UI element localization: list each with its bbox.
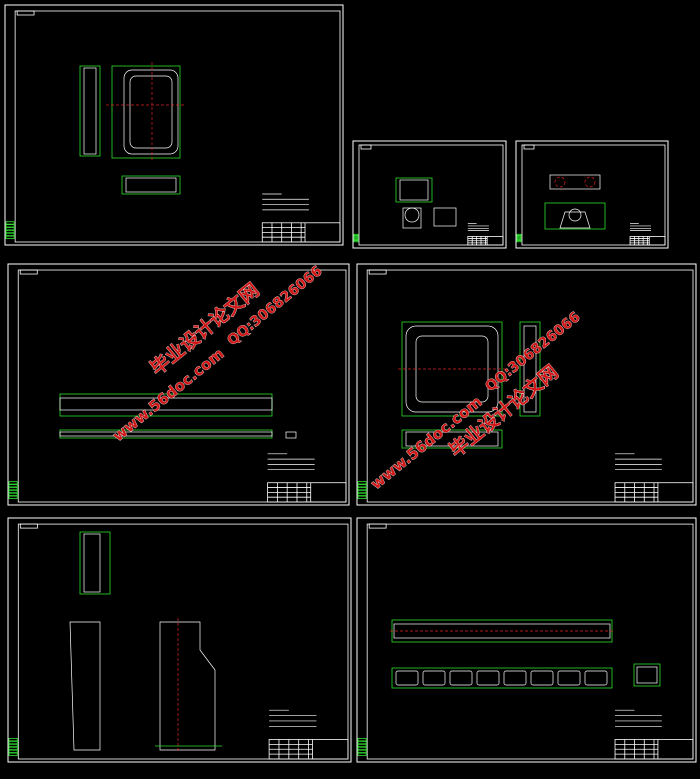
margin-mark bbox=[353, 233, 359, 236]
margin-mark bbox=[357, 481, 367, 485]
margin-mark bbox=[5, 235, 15, 239]
margin-mark bbox=[5, 221, 15, 225]
margin-mark bbox=[357, 738, 367, 742]
margin-mark bbox=[5, 227, 15, 231]
beam-cell bbox=[476, 670, 500, 686]
sheet-5-part bbox=[398, 321, 541, 449]
drawing-sheet bbox=[352, 140, 507, 249]
sheet-1-part bbox=[79, 62, 186, 195]
beam-cell bbox=[530, 670, 554, 686]
beam-cell bbox=[422, 670, 446, 686]
margin-mark bbox=[8, 740, 18, 745]
sheet-inner-frame bbox=[17, 269, 347, 503]
drawing-sheet bbox=[515, 140, 669, 249]
drawing-sheets bbox=[4, 4, 697, 763]
margin-mark bbox=[357, 492, 367, 497]
margin-mark bbox=[8, 752, 18, 756]
sheet-inner-frame bbox=[366, 523, 694, 760]
sheet-inner-frame bbox=[17, 523, 349, 760]
margin-mark bbox=[357, 487, 367, 491]
sheet-6-part bbox=[69, 531, 222, 752]
sheet-inner-frame bbox=[358, 144, 504, 246]
margin-mark bbox=[8, 487, 18, 491]
drawing-sheet bbox=[7, 517, 352, 763]
margin-mark bbox=[357, 752, 367, 756]
sheet-4-part bbox=[59, 393, 297, 439]
margin-mark bbox=[5, 224, 15, 228]
margin-mark bbox=[8, 481, 18, 485]
beam-cell bbox=[584, 670, 608, 686]
sheet-label-box bbox=[360, 144, 372, 150]
margin-mark bbox=[8, 484, 18, 488]
sheet-inner-frame bbox=[366, 269, 694, 503]
margin-mark bbox=[8, 738, 18, 742]
drawing-sheet bbox=[4, 4, 344, 246]
margin-mark bbox=[8, 495, 18, 499]
beam-cell bbox=[557, 670, 581, 686]
sheet-label-box bbox=[19, 523, 38, 529]
sheet-2-part bbox=[395, 177, 457, 229]
sheet-7-part bbox=[390, 619, 661, 689]
margin-mark bbox=[8, 749, 18, 753]
sheet-3-part bbox=[544, 174, 606, 230]
sheet-inner-frame bbox=[521, 144, 666, 246]
sheet-inner-frame bbox=[14, 10, 341, 243]
margin-mark bbox=[357, 484, 367, 488]
beam-cell bbox=[449, 670, 473, 686]
sheet-border bbox=[4, 4, 344, 246]
sheet-border bbox=[356, 517, 697, 763]
drawing-sheet bbox=[356, 263, 697, 506]
margin-mark bbox=[8, 489, 18, 494]
beam-cell bbox=[503, 670, 527, 686]
margin-mark bbox=[8, 746, 18, 751]
drawing-sheet bbox=[356, 517, 697, 763]
sheet-label-box bbox=[523, 144, 535, 150]
margin-mark bbox=[357, 743, 367, 748]
margin-mark bbox=[8, 492, 18, 497]
sheet-label-box bbox=[19, 269, 38, 275]
sheet-border bbox=[352, 140, 507, 249]
sheet-border bbox=[7, 517, 352, 763]
beam-cell bbox=[395, 670, 419, 686]
margin-mark bbox=[357, 740, 367, 745]
margin-mark bbox=[357, 749, 367, 753]
margin-mark bbox=[516, 233, 522, 236]
sheet-label-box bbox=[368, 523, 387, 529]
margin-mark bbox=[8, 743, 18, 748]
sheet-label-box bbox=[16, 10, 35, 16]
margin-mark bbox=[5, 232, 15, 237]
sheet-label-box bbox=[368, 269, 387, 275]
margin-mark bbox=[357, 746, 367, 751]
margin-mark bbox=[357, 495, 367, 499]
sheet-border bbox=[356, 263, 697, 506]
margin-mark bbox=[357, 489, 367, 494]
sheet-border bbox=[7, 263, 350, 506]
margin-mark bbox=[5, 229, 15, 234]
drawing-sheet bbox=[7, 263, 350, 506]
sheet-border bbox=[515, 140, 669, 249]
